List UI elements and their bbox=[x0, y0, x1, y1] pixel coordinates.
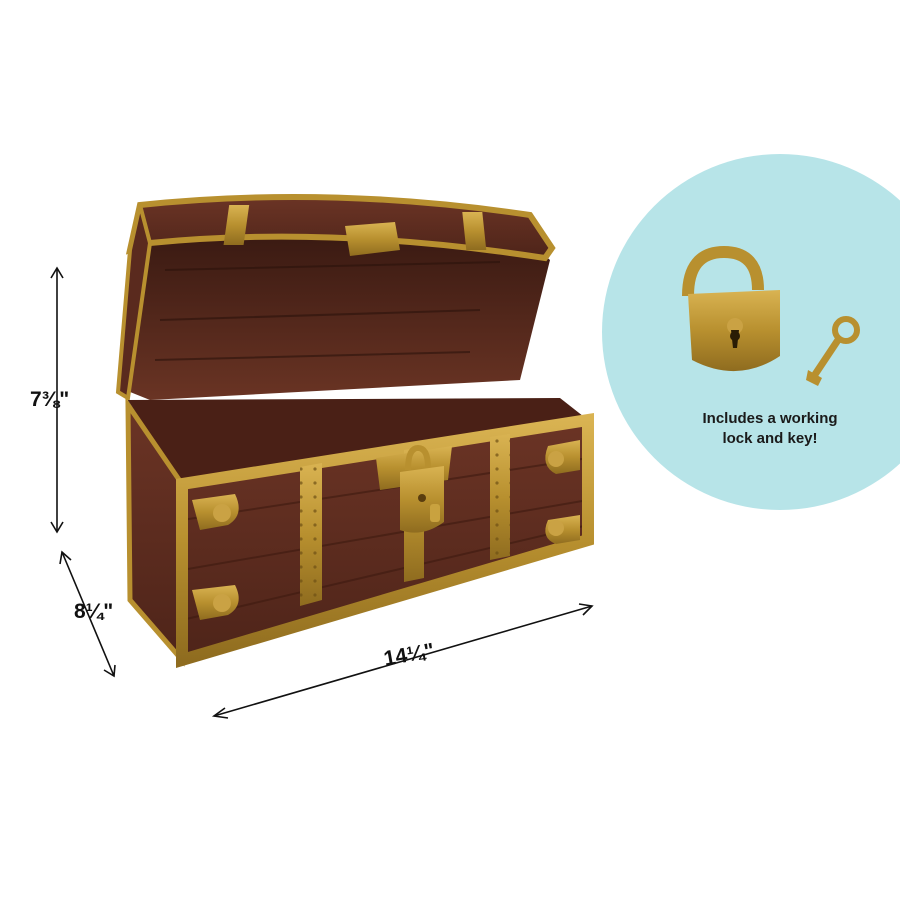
depth-dimension-arrow bbox=[59, 550, 116, 678]
treasure-chest bbox=[115, 194, 594, 669]
key-icon bbox=[806, 316, 860, 386]
callout-text-line2: lock and key! bbox=[722, 430, 818, 447]
height-dimension-label: 7⅜" bbox=[30, 388, 70, 411]
padlock-icon bbox=[682, 245, 780, 372]
depth-dimension-label: 8¼" bbox=[74, 600, 114, 623]
callout-text-line1: Includes a working bbox=[702, 410, 838, 427]
height-dimension-arrow bbox=[50, 266, 64, 534]
width-dimension-arrow bbox=[211, 603, 594, 719]
lock-and-key-callout bbox=[602, 154, 900, 510]
